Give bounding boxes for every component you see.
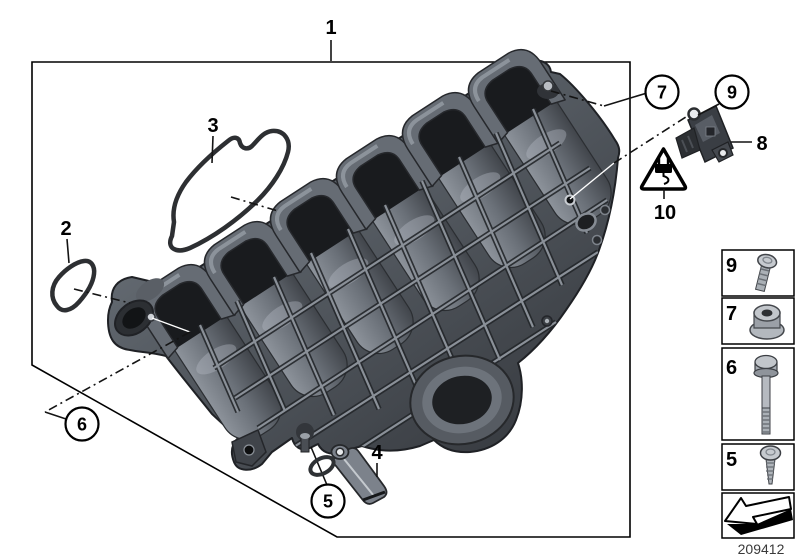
leader-line-6-tail: [44, 411, 67, 420]
hex-flange-bolt-icon: [753, 354, 779, 435]
callout-7[interactable]: 7: [644, 74, 680, 110]
legend-item-7[interactable]: 7: [721, 297, 795, 345]
position-line-8: [613, 114, 690, 164]
electrical-plug-warning-triangle-icon: [639, 147, 688, 191]
legend-item-7-label: 7: [726, 303, 737, 325]
throttle-flange: [409, 354, 515, 446]
sensor-part-8-drawing: [675, 104, 734, 164]
callout-6[interactable]: 6: [64, 406, 100, 442]
callout-2-label[interactable]: 2: [60, 218, 71, 240]
leader-line-7-tail: [603, 92, 648, 107]
leader-line-6-on-part: [151, 317, 191, 333]
callout-8[interactable]: 8: [756, 133, 767, 155]
callout-10-label[interactable]: 10: [654, 202, 676, 224]
callout-1[interactable]: 1: [325, 17, 336, 39]
callout-10[interactable]: 10: [654, 202, 676, 224]
leader-line-6: [44, 331, 191, 413]
leader-line-2: [66, 238, 70, 264]
callout-2[interactable]: 2: [60, 218, 71, 240]
callout-7-label[interactable]: 7: [657, 83, 667, 103]
port-flange: [114, 278, 165, 337]
callout-6-label[interactable]: 6: [77, 415, 87, 435]
leader-line-5: [310, 446, 328, 486]
leader-line-7: [550, 90, 605, 107]
legend-item-9-label: 9: [726, 255, 737, 277]
right-end-details: [537, 80, 611, 327]
leader-line-9: [697, 103, 720, 116]
page-back-arrow-icon: [724, 496, 793, 535]
legend-continue-box[interactable]: [721, 492, 795, 539]
legend-item-9[interactable]: 9: [721, 249, 795, 297]
gasket-part-3-drawing: [168, 128, 291, 253]
callout-9[interactable]: 9: [714, 74, 750, 110]
self-tapping-screw-icon: [759, 445, 782, 485]
intake-manifold-drawing: [107, 39, 630, 471]
callout-3-label[interactable]: 3: [207, 115, 218, 137]
bracket-part-4-drawing: [308, 444, 388, 505]
legend-item-5[interactable]: 5: [721, 443, 795, 491]
callout-1-label[interactable]: 1: [325, 17, 336, 39]
callout-5[interactable]: 5: [310, 483, 346, 519]
callout-4-label[interactable]: 4: [371, 442, 383, 464]
callout-4[interactable]: 4: [371, 442, 383, 464]
callout-8-label[interactable]: 8: [756, 133, 767, 155]
position-line-gasket-3: [230, 196, 279, 212]
legend-item-6[interactable]: 6: [721, 347, 795, 441]
doc-number: 209412: [738, 541, 785, 557]
mounting-feet: [231, 423, 314, 467]
pan-head-screw-icon: [754, 253, 778, 293]
callout-3[interactable]: 3: [207, 115, 218, 137]
callout-9-label[interactable]: 9: [727, 83, 737, 103]
legend-item-5-label: 5: [726, 449, 737, 471]
legend-item-6-label: 6: [726, 357, 737, 379]
gasket-part-2-drawing: [50, 258, 97, 313]
position-line-8-on-part: [569, 162, 615, 200]
flange-nut-icon: [749, 304, 785, 340]
callout-5-label[interactable]: 5: [323, 492, 333, 512]
leader-line-3: [211, 135, 214, 164]
